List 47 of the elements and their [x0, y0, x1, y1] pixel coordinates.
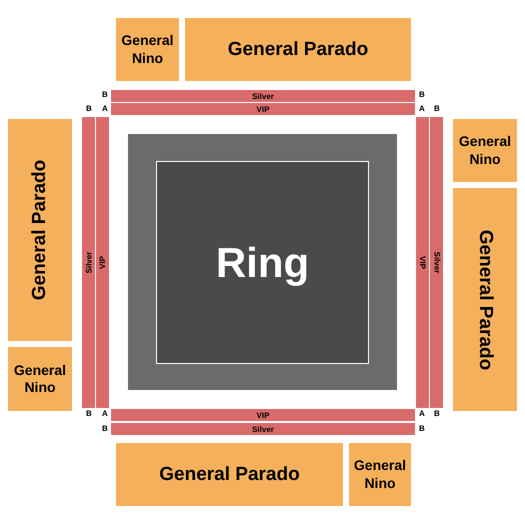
row-letter: B	[434, 105, 440, 113]
row-name: Silver	[432, 252, 441, 274]
seating-section	[453, 119, 517, 182]
section-name: General Nino	[120, 32, 174, 67]
row-letter: B	[86, 105, 92, 113]
section-name: General Nino	[353, 457, 407, 492]
row-letter: A	[419, 410, 425, 418]
row-letter: B	[86, 410, 92, 418]
seating-row	[82, 117, 95, 408]
seating-section	[8, 119, 72, 341]
row-letter: B	[102, 91, 108, 99]
section-name: General Parado	[29, 160, 51, 300]
row-letter: A	[102, 410, 108, 418]
seating-section	[8, 347, 72, 411]
row-letter: B	[419, 91, 425, 99]
row-name: Silver	[252, 424, 274, 434]
section-name: General Nino	[458, 133, 512, 168]
section-name: General Parado	[228, 38, 368, 60]
seating-row	[111, 423, 415, 435]
seating-section	[116, 443, 343, 506]
ring-apron	[128, 134, 397, 390]
seating-section	[116, 18, 179, 81]
row-letter: B	[419, 425, 425, 433]
row-letter: B	[102, 425, 108, 433]
row-name: VIP	[418, 256, 427, 269]
seating-row	[96, 117, 109, 408]
seating-section	[453, 188, 517, 411]
seating-row	[111, 103, 415, 115]
row-name: VIP	[256, 410, 270, 420]
seating-row	[111, 409, 415, 421]
row-name: VIP	[98, 256, 107, 269]
section-name: General Parado	[159, 464, 300, 486]
seating-section	[185, 18, 411, 81]
seating-row	[430, 117, 443, 408]
row-name: VIP	[256, 104, 270, 114]
boxing-ring	[156, 161, 369, 364]
seating-section	[349, 443, 411, 506]
row-letter: A	[419, 105, 425, 113]
row-letter: A	[102, 105, 108, 113]
seating-row	[111, 90, 415, 102]
section-name: General Nino	[13, 362, 67, 396]
section-name: General Parado	[474, 229, 496, 370]
seating-row	[416, 117, 429, 408]
row-name: Silver	[252, 92, 274, 100]
section-name: Ring	[216, 238, 310, 286]
row-letter: B	[434, 410, 440, 418]
row-name: Silver	[84, 252, 93, 274]
